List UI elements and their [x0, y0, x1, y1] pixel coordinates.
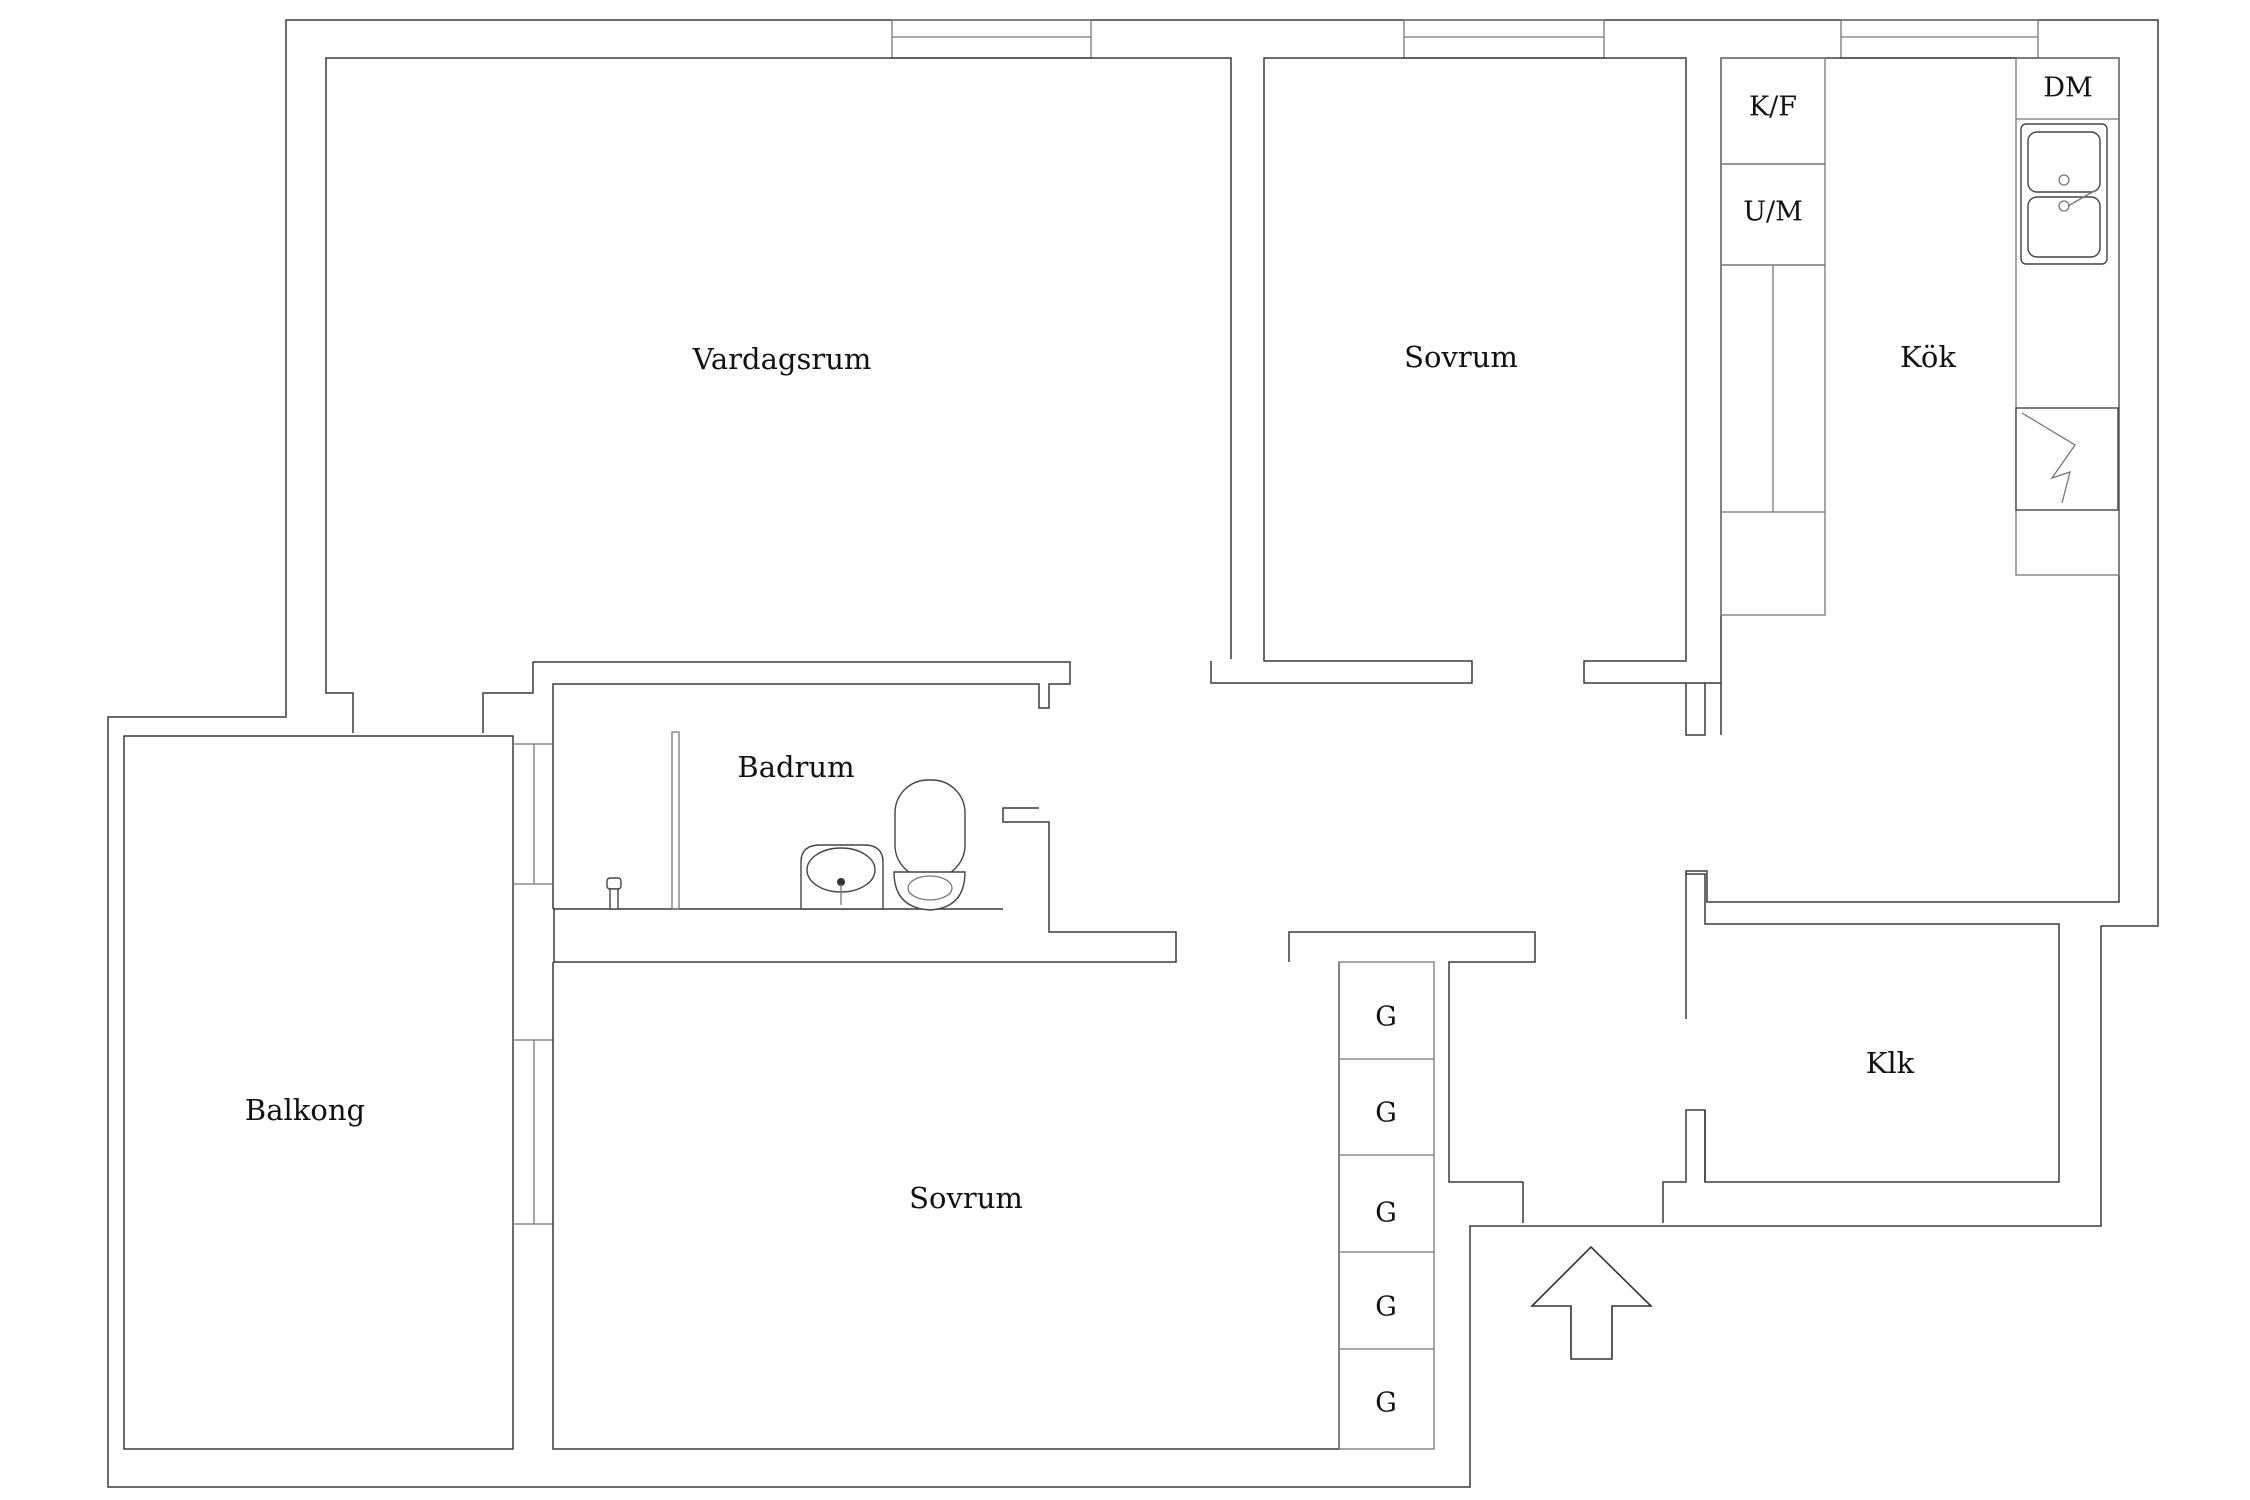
room-label-vardagsrum: Vardagsrum — [692, 342, 872, 376]
hall-walls — [1288, 931, 1706, 1223]
outer-wall-outer — [107, 19, 2159, 1488]
vardagsrum-walls — [325, 57, 1232, 909]
shower-tap — [606, 877, 622, 910]
stove — [2015, 407, 2119, 511]
room-label-badrum: Badrum — [737, 750, 854, 784]
room-label-kok: Kök — [1900, 340, 1956, 374]
badrum-walls — [553, 807, 1177, 963]
appliance-label-um: U/M — [1743, 197, 1803, 228]
closet-label: G — [1375, 1388, 1397, 1419]
closet-label: G — [1375, 1002, 1397, 1033]
sovrum-top-walls — [1210, 57, 1706, 736]
room-label-balkong: Balkong — [245, 1093, 365, 1127]
closet-label: G — [1375, 1098, 1397, 1129]
entrance-arrow — [1530, 1245, 1653, 1360]
window-frames — [891, 19, 2039, 59]
closet-label: G — [1375, 1292, 1397, 1323]
shower-screen — [671, 731, 680, 910]
klk-walls — [1685, 873, 2060, 1183]
room-label-klk: Klk — [1866, 1046, 1915, 1080]
balkong-doors — [513, 743, 553, 1225]
kitchen-counters — [1720, 57, 2120, 616]
kitchen-sink — [2020, 123, 2108, 265]
closet-label: G — [1375, 1198, 1397, 1229]
room-label-sovrum-top: Sovrum — [1404, 340, 1518, 374]
toilet — [893, 779, 966, 911]
bathroom-sink — [800, 844, 884, 910]
appliance-label-kf: K/F — [1749, 92, 1797, 123]
balkong-walls — [123, 735, 514, 1450]
appliance-label-dm: DM — [2043, 73, 2092, 104]
room-label-sovrum-bottom: Sovrum — [909, 1181, 1023, 1215]
wardrobes — [1338, 961, 1435, 1450]
